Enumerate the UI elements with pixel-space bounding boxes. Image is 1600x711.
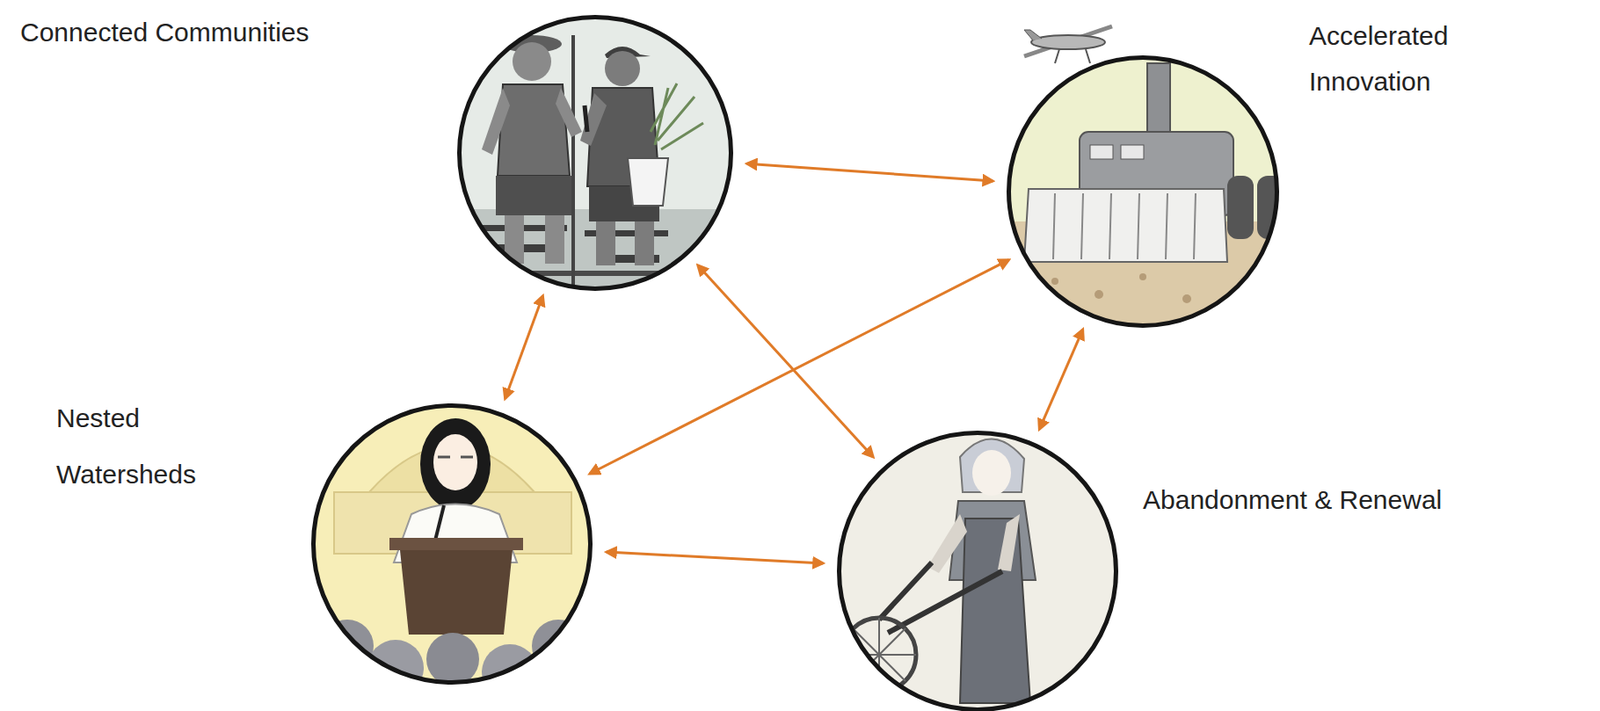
drone <box>1024 26 1113 64</box>
hair <box>420 418 491 510</box>
relation-arrow <box>698 265 874 458</box>
audience-head <box>426 632 480 686</box>
soil-clod <box>1077 308 1085 316</box>
person-arm <box>555 87 582 138</box>
soil-clod <box>1182 294 1192 304</box>
audience-head <box>320 619 374 673</box>
person-head <box>512 42 552 81</box>
sky-background <box>307 400 598 691</box>
machine-wheel <box>1257 175 1284 240</box>
scenario-circle: Accelerated Innovation <box>1006 55 1280 328</box>
audience-head <box>531 619 585 673</box>
face <box>972 450 1011 496</box>
audience-head <box>367 640 424 697</box>
drone-gear <box>1054 49 1091 64</box>
tiller-blades <box>1024 189 1228 262</box>
circle-outline <box>457 14 734 291</box>
wheel-spokes <box>842 618 917 692</box>
circle-outline <box>311 403 593 685</box>
soil-clod <box>1051 277 1059 285</box>
scenario-circle: Connected Communities <box>457 14 734 291</box>
relation-arrow <box>505 295 544 399</box>
soil-clod <box>1094 290 1104 299</box>
machine-wheel <box>1227 175 1254 240</box>
bucket <box>627 158 669 206</box>
relation-arrow <box>1039 329 1084 430</box>
drone-tail <box>1024 29 1042 41</box>
podium <box>400 550 513 635</box>
microphone <box>435 505 444 541</box>
audience-head <box>481 644 539 701</box>
machine-window <box>1090 145 1113 160</box>
apron <box>960 518 1031 704</box>
person-arm <box>580 93 607 146</box>
drone-wing <box>1024 26 1113 57</box>
circle-outline <box>836 430 1119 711</box>
machine-window <box>1120 145 1144 160</box>
face <box>433 434 478 491</box>
sky-background <box>452 10 739 297</box>
relation-arrow <box>747 163 994 182</box>
podium-top <box>389 538 524 551</box>
person-leg <box>545 215 565 264</box>
glasses <box>437 456 473 459</box>
microphone <box>584 105 588 132</box>
scenario-label: Nested Watersheds <box>56 390 250 503</box>
scenario-label: Connected Communities <box>20 15 390 50</box>
water-surface <box>452 209 739 298</box>
podium-illustration <box>307 400 598 701</box>
reeds <box>650 83 704 150</box>
sensor-mast <box>1147 63 1171 139</box>
scenario-circle: Nested Watersheds <box>311 403 593 685</box>
relation-arrow <box>589 260 1010 474</box>
person-arm <box>481 87 510 155</box>
person-leg <box>596 221 616 266</box>
person-leg <box>634 221 655 266</box>
sky-background <box>835 429 1121 711</box>
person-shorts <box>495 175 572 216</box>
soil-clod <box>1139 273 1147 281</box>
blade-divider <box>1053 193 1196 260</box>
relation-arrow <box>606 552 823 564</box>
person-leg <box>504 215 524 264</box>
farm-machine-illustration <box>1002 52 1284 336</box>
plowing-illustration <box>835 429 1121 711</box>
wetland-illustration <box>452 10 739 298</box>
measuring-pole <box>571 35 575 295</box>
plow-wheel <box>842 618 917 692</box>
circle-outline <box>1006 55 1280 328</box>
scenario-label: Abandonment & Renewal <box>1142 483 1513 517</box>
scenario-circle: Abandonment & Renewal <box>836 430 1119 711</box>
scenario-label: Accelerated Innovation <box>1309 13 1512 105</box>
arm <box>997 514 1020 572</box>
person-head <box>604 50 640 87</box>
drone-fuselage <box>1031 35 1106 50</box>
